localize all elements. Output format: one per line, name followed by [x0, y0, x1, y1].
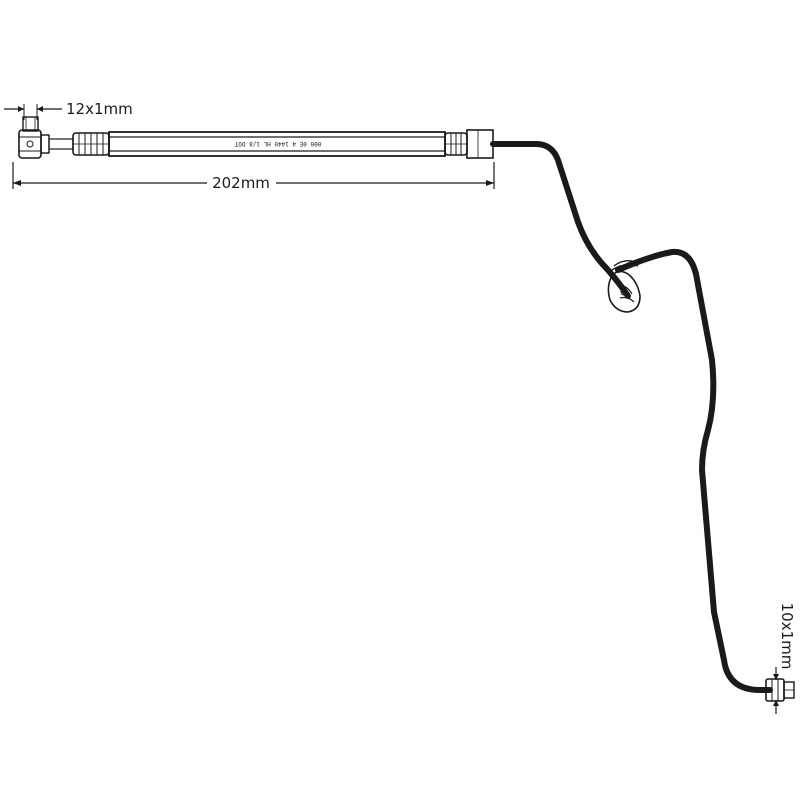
thread-dimension-left: 12x1mm [4, 100, 133, 120]
length-label: 202mm [212, 174, 270, 192]
thread-dimension-right: 10x1mm [773, 603, 796, 714]
hose-body: 000 0E 4 1440 HL 1/8 DOT [108, 131, 446, 157]
rigid-brake-line [490, 141, 773, 693]
length-dimension: 202mm [12, 162, 495, 192]
thread-label-right: 10x1mm [778, 603, 796, 670]
mounting-bracket [607, 259, 641, 313]
thread-label-left: 12x1mm [66, 100, 133, 118]
left-fitting [18, 116, 110, 159]
right-end-fitting [765, 678, 795, 702]
hose-marking-text: 000 0E 4 1440 HL 1/8 DOT [234, 140, 321, 147]
right-ferrule [444, 129, 494, 159]
